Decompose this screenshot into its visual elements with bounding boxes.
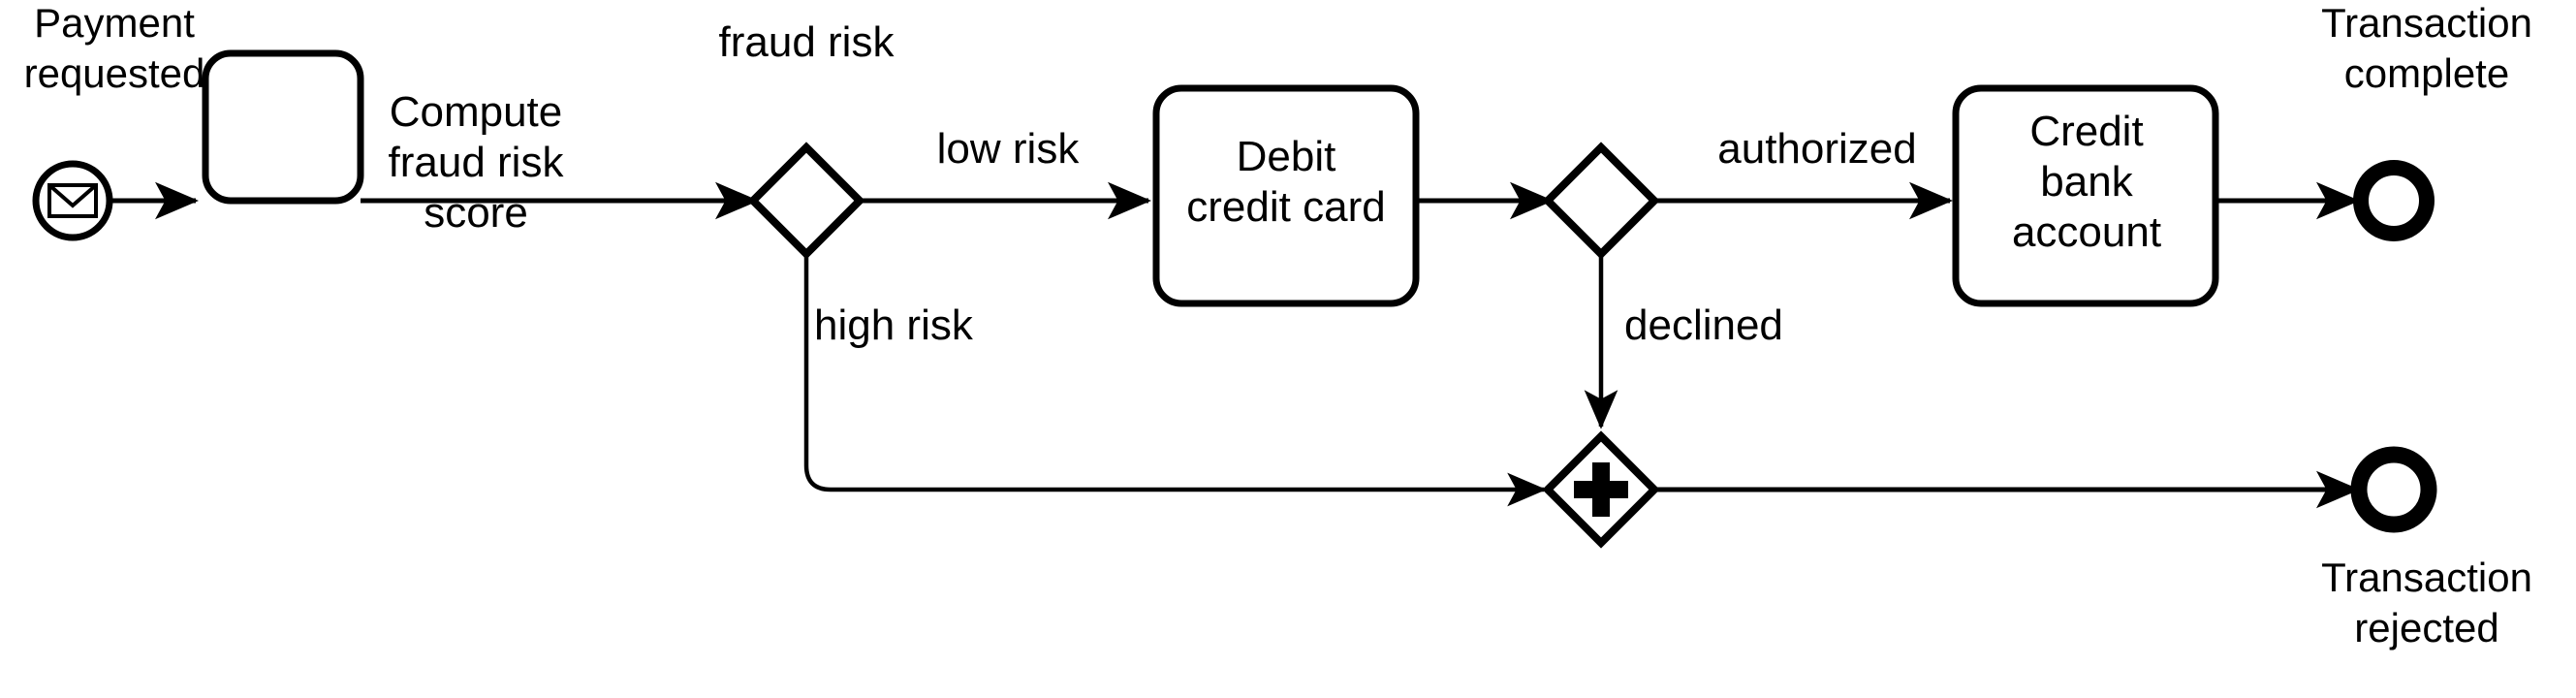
task-credit-bank-account-box[interactable] (1952, 84, 2219, 307)
flow-label-authorized: authorized (1717, 125, 1917, 173)
start-event-label: Payment requested (0, 0, 229, 99)
task-label-line: Compute (389, 88, 563, 136)
gateway-authorization[interactable] (1542, 142, 1660, 260)
flow-label-low-risk: low risk (936, 125, 1080, 173)
end-event-complete-circle[interactable] (2353, 160, 2435, 241)
task-label-line: score (424, 189, 528, 237)
flow-label-declined: declined (1624, 301, 1783, 349)
gateway-merge-parallel[interactable] (1542, 430, 1660, 549)
end-event-complete-label-line1: Transaction (2321, 0, 2532, 46)
gateway-authorization-diamond[interactable] (1542, 142, 1660, 260)
flow-label-high-risk: high risk (814, 301, 973, 349)
end-event-complete[interactable] (2353, 160, 2435, 241)
task-label-line: Credit (2029, 108, 2144, 155)
task-credit-bank-account-label: Credit bank account (1952, 107, 2221, 258)
task-label-line: fraud risk (388, 139, 564, 186)
end-event-complete-label-line2: complete (2343, 50, 2510, 96)
end-event-rejected-label-line1: Transaction (2321, 555, 2532, 600)
flow-line-high-risk (803, 252, 1547, 507)
flow-high-risk (803, 252, 1547, 507)
task-label-line: account (2011, 208, 2162, 256)
end-event-rejected-circle[interactable] (2350, 446, 2437, 533)
plus-icon (1574, 462, 1628, 517)
task-label-line: bank (2040, 158, 2133, 206)
end-event-complete-label: Transaction complete (2278, 0, 2576, 99)
start-event-label-line1: Payment (34, 0, 195, 46)
task-compute-fraud-risk-score-box[interactable] (202, 49, 364, 205)
end-event-rejected-label-line2: rejected (2354, 605, 2499, 650)
task-debit-credit-card-label: Debit credit card (1151, 132, 1421, 233)
task-compute-fraud-risk-score[interactable] (202, 49, 364, 205)
gateway-fraud-risk-diamond[interactable] (747, 142, 865, 260)
task-debit-credit-card[interactable] (1152, 84, 1420, 307)
envelope-icon (47, 183, 98, 218)
task-credit-bank-account[interactable] (1952, 84, 2219, 307)
task-label-line: Debit (1236, 133, 1336, 180)
end-event-rejected-label: Transaction rejected (2278, 553, 2576, 653)
start-event[interactable] (32, 160, 113, 241)
task-debit-credit-card-box[interactable] (1152, 84, 1420, 307)
task-label-line: credit card (1186, 183, 1386, 231)
gateway-fraud-risk-label: fraud risk (718, 18, 895, 66)
gateway-fraud-risk[interactable] (747, 142, 865, 260)
task-compute-fraud-risk-score-label: Compute fraud risk score (345, 87, 607, 238)
end-event-rejected[interactable] (2350, 446, 2437, 533)
start-event-label-line2: requested (23, 50, 205, 96)
